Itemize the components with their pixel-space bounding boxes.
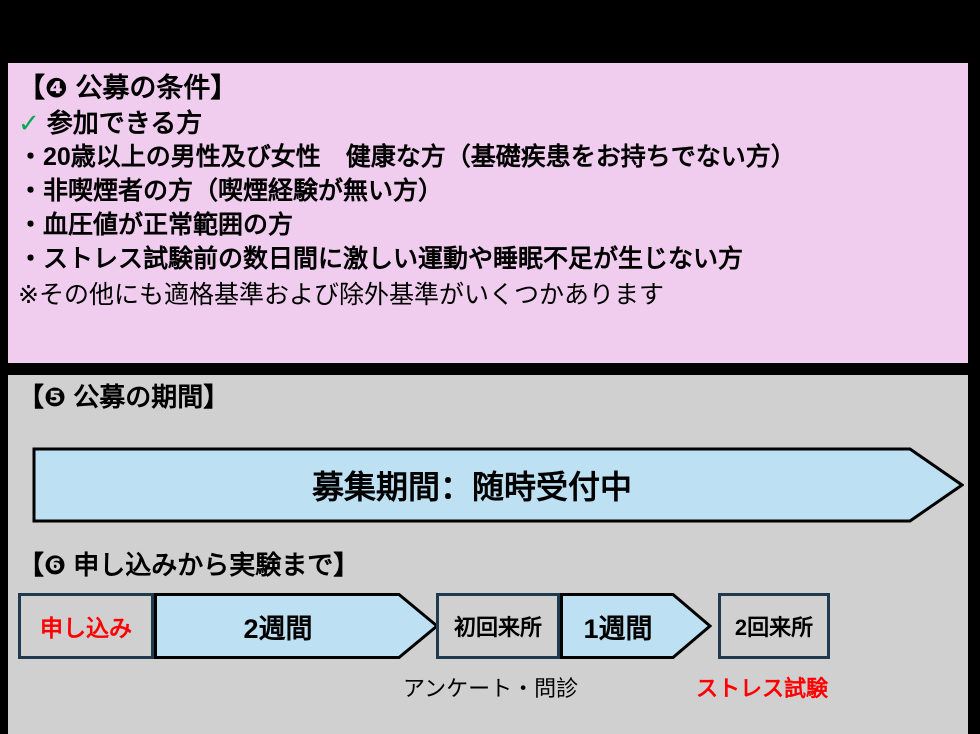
- section-5-heading: 【❺ 公募の期間】: [18, 382, 230, 412]
- apply-box-shape: [18, 593, 154, 659]
- recruitment-period-banner: 募集期間：随時受付中: [32, 447, 964, 523]
- section-4-heading: 【❹ 公募の条件】: [18, 73, 238, 103]
- condition-note: ※その他にも適格基準および除外基準がいくつかあります: [18, 281, 664, 310]
- flow-step-2weeks-arrow: [154, 593, 439, 659]
- caption-first-visit: アンケート・問診: [403, 676, 579, 701]
- caption-second-visit: ストレス試験: [696, 676, 829, 701]
- first-visit-box-shape: [436, 593, 560, 659]
- flow-step-first-visit-box: [436, 593, 560, 659]
- section-period-and-flow-panel: 【❺ 公募の期間】 募集期間：随時受付中 【❻ 申し込みから実験まで】 申し込み: [8, 375, 968, 734]
- second-visit-box-shape: [718, 593, 830, 659]
- two-weeks-arrow-shape: [154, 593, 439, 659]
- section-6-heading: 【❻ 申し込みから実験まで】: [18, 550, 360, 580]
- eligibility-subheading-label: 参加できる方: [46, 108, 203, 139]
- flow-step-second-visit-box: [718, 593, 830, 659]
- banner-arrow-shape: [32, 447, 964, 523]
- section-conditions-panel: 【❹ 公募の条件】 ✓ 参加できる方 ・20歳以上の男性及び女性 健康な方（基礎…: [8, 63, 968, 363]
- condition-bullet-4: ・ストレス試験前の数日間に激しい運動や睡眠不足が生じない方: [18, 245, 744, 274]
- flow-step-1week-arrow: [560, 593, 712, 659]
- eligibility-subheading: ✓ 参加できる方: [18, 110, 968, 136]
- one-week-arrow-shape: [560, 593, 712, 659]
- check-icon: ✓: [18, 108, 40, 139]
- flow-step-apply-box: [18, 593, 154, 659]
- condition-bullet-1: ・20歳以上の男性及び女性 健康な方（基礎疾患をお持ちでない方）: [18, 143, 796, 172]
- application-flow-diagram: 申し込み 2週間 初回来所 1週間: [18, 593, 958, 723]
- condition-bullet-3: ・血圧値が正常範囲の方: [18, 211, 294, 240]
- condition-bullet-2: ・非喫煙者の方（喫煙経験が無い方）: [18, 177, 444, 206]
